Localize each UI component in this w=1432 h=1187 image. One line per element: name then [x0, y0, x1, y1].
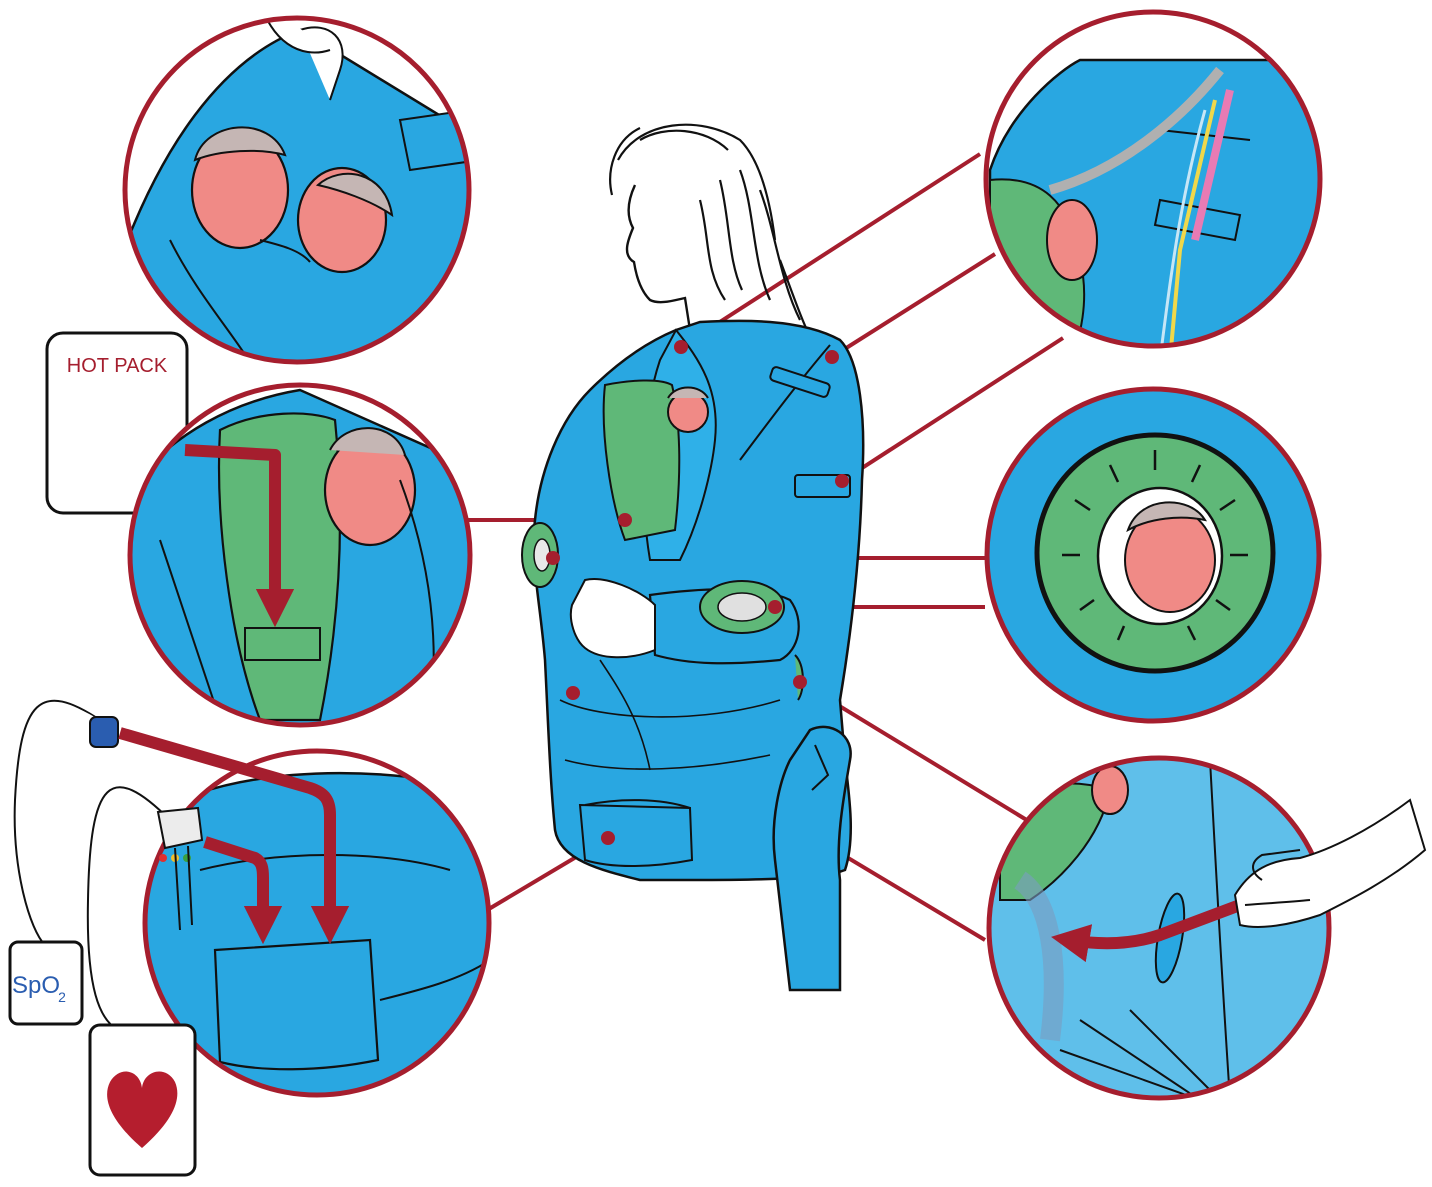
- spo2-sensor-icon: [90, 717, 118, 747]
- callout-circle-tubing: [986, 10, 1320, 360]
- callout-line-1: [681, 154, 980, 347]
- spo2-monitor-device: SpO 2: [10, 942, 82, 1024]
- callout-circle-twins: [120, 0, 480, 380]
- hot-pack-label: HOT PACK: [67, 355, 168, 377]
- spo2-label-subscript: 2: [58, 989, 66, 1005]
- spo2-label: SpO: [12, 972, 60, 999]
- ecg-monitor-device: [90, 1025, 195, 1175]
- callout-circle-hand-access: [985, 755, 1330, 1100]
- face-profile: [627, 185, 690, 330]
- lower-pocket: [580, 805, 692, 866]
- callout-circle-pouch: [120, 385, 480, 740]
- callout-circle-porthole: [987, 389, 1319, 721]
- callout-line-2: [832, 254, 995, 357]
